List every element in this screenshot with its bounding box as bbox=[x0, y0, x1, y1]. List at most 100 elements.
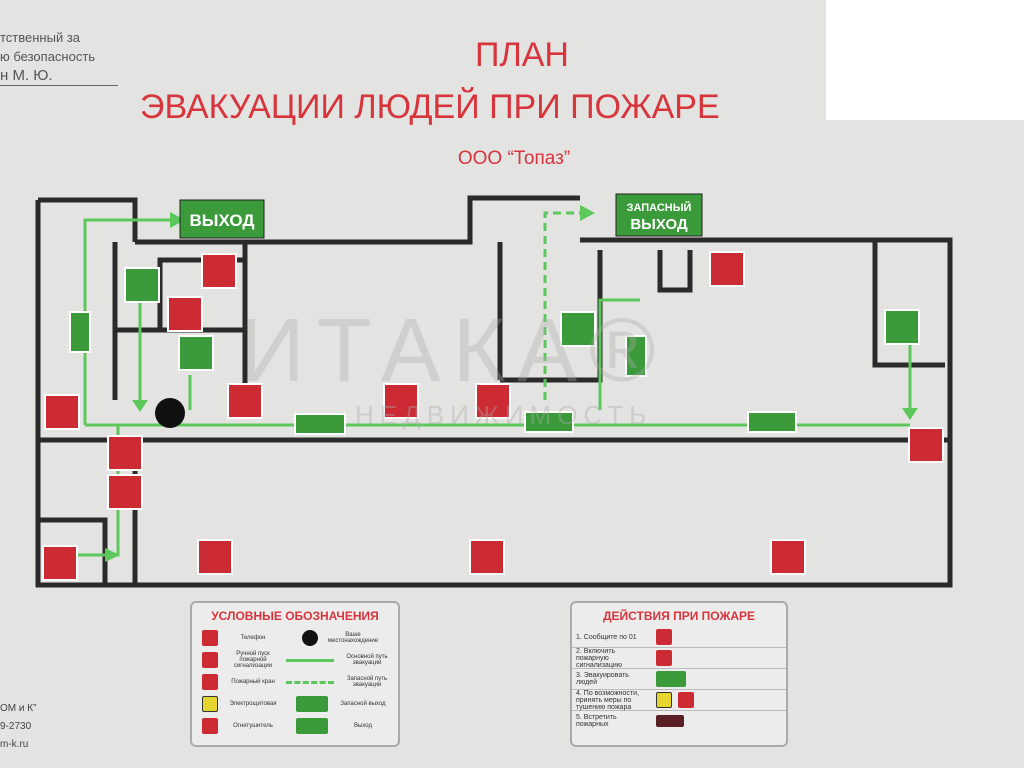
fire-hydrant-icon bbox=[202, 674, 218, 690]
fire-extinguisher-icon bbox=[227, 383, 263, 419]
exit-sign-label: ВЫХОД bbox=[190, 211, 255, 230]
exit-direction-icon bbox=[625, 335, 647, 377]
legend-title: УСЛОВНЫЕ ОБОЗНАЧЕНИЯ bbox=[211, 609, 379, 623]
vendor-line: 9-2730 bbox=[0, 721, 32, 732]
spare-exit-sign: ЗАПАСНЫЙ ВЫХОД bbox=[615, 193, 703, 237]
vendor-line: m-k.ru bbox=[0, 739, 29, 750]
legend-label: Ваше местонахождение bbox=[327, 632, 379, 644]
exit-sign-box bbox=[179, 199, 265, 239]
evacuation-path bbox=[60, 211, 912, 557]
legend-label: Основной путь эвакуации bbox=[346, 654, 388, 666]
spare-exit-icon bbox=[296, 696, 328, 712]
legend-row: Электрощитовая Запасной выход bbox=[192, 693, 398, 715]
exit-direction-icon bbox=[69, 311, 91, 353]
legend-row: Пожарный кран Запасной путь эвакуации bbox=[192, 671, 398, 693]
legend-panel: УСЛОВНЫЕ ОБОЗНАЧЕНИЯ Телефон Ваше местона… bbox=[190, 601, 400, 747]
action-row: 1. Сообщите по 01 bbox=[572, 627, 786, 648]
fire-extinguisher-icon bbox=[202, 718, 218, 734]
running-man-exit-icon bbox=[124, 267, 160, 303]
watermark-sub: НЕДВИЖИМОСТЬ bbox=[355, 400, 653, 430]
running-man-exit-icon bbox=[884, 309, 920, 345]
manufacturer-info: ОМ и К” 9-2730 m-k.ru bbox=[0, 700, 36, 754]
exit-pictograms bbox=[69, 267, 920, 435]
fire-extinguisher-icon bbox=[107, 435, 143, 471]
arrow-icon bbox=[580, 205, 595, 221]
running-man-exit-icon bbox=[560, 311, 596, 347]
you-are-here-marker bbox=[155, 398, 185, 428]
legend-label: Запасной выход bbox=[340, 701, 386, 707]
electrical-panel-icon bbox=[202, 696, 218, 712]
exit-icon bbox=[296, 718, 328, 734]
fire-extinguisher-icon bbox=[44, 394, 80, 430]
arrow-icon bbox=[170, 212, 185, 228]
legend-label: Огнетушитель bbox=[233, 723, 273, 729]
running-man-exit-icon bbox=[178, 335, 214, 371]
fire-extinguisher-icon bbox=[383, 383, 419, 419]
main-path bbox=[83, 218, 170, 425]
fire-extinguisher-icon bbox=[469, 539, 505, 575]
phone-icon bbox=[42, 545, 78, 581]
action-step: 3. Эвакуировать людей bbox=[576, 672, 629, 686]
fire-truck-icon bbox=[656, 715, 684, 727]
fire-extinguisher-icon bbox=[167, 296, 203, 332]
fire-extinguisher-icon bbox=[678, 692, 694, 708]
legend-label: Телефон bbox=[240, 635, 266, 641]
action-step: 4. По возможности, принять меры по тушен… bbox=[576, 689, 639, 711]
main-path-icon bbox=[286, 658, 334, 662]
exit-direction-icon bbox=[294, 413, 346, 435]
legend-row: Ручной пуск пожарной сигнализации Основно… bbox=[192, 649, 398, 671]
legend-label: Ручной пуск пожарной сигнализации bbox=[233, 651, 273, 669]
phone-icon bbox=[202, 630, 218, 646]
responsible-line: тственный за bbox=[0, 30, 81, 45]
blank-area bbox=[826, 0, 1024, 120]
electrical-panel-icon bbox=[656, 692, 672, 708]
fire-extinguisher-icon bbox=[201, 253, 237, 289]
arrow-icon bbox=[902, 408, 918, 420]
action-step: 1. Сообщите по 01 bbox=[576, 633, 637, 641]
responsible-signature: н М. Ю. bbox=[0, 66, 118, 86]
action-step: 5. Встретить пожарных bbox=[576, 714, 617, 728]
spare-exit-label: ЗАПАСНЫЙ bbox=[627, 201, 692, 214]
legend-label: Пожарный кран bbox=[231, 679, 275, 685]
action-step: 2. Включить пожарную сигнализацию bbox=[576, 647, 622, 669]
arrow-icon bbox=[132, 400, 148, 412]
exit-sign: ВЫХОД bbox=[179, 199, 265, 239]
wall bbox=[35, 200, 953, 588]
spare-path-icon bbox=[286, 680, 334, 684]
phone-icon bbox=[107, 474, 143, 510]
legend-label: Запасной путь эвакуации bbox=[346, 676, 388, 688]
legend-row: Огнетушитель Выход bbox=[192, 715, 398, 737]
fire-extinguisher-icon bbox=[770, 539, 806, 575]
fire-extinguisher-icon bbox=[908, 427, 944, 463]
fire-extinguisher-icon bbox=[475, 383, 511, 419]
legend-label: Электрощитовая bbox=[229, 701, 277, 707]
action-row: 3. Эвакуировать людей bbox=[572, 669, 786, 690]
floor-plan: ВЫХОД ЗАПАСНЫЙ ВЫХОД bbox=[35, 193, 953, 588]
fire-extinguisher-icon bbox=[709, 251, 745, 287]
legend-row: Телефон Ваше местонахождение bbox=[192, 627, 398, 649]
action-row: 4. По возможности, принять меры по тушен… bbox=[572, 690, 786, 711]
legend-label: Выход bbox=[354, 723, 372, 729]
wall bbox=[40, 517, 108, 585]
wall bbox=[38, 197, 138, 242]
exit-direction-icon bbox=[747, 411, 797, 433]
extinguishers bbox=[42, 251, 944, 581]
plan-title: ПЛАН bbox=[475, 36, 569, 74]
spare-exit-label: ВЫХОД bbox=[630, 216, 688, 233]
fire-alarm-icon bbox=[656, 650, 672, 666]
responsible-line: ю безопасность bbox=[0, 49, 96, 64]
wall bbox=[872, 242, 945, 368]
exit-direction-icon bbox=[524, 411, 574, 433]
wall bbox=[135, 195, 580, 245]
phone-icon bbox=[656, 629, 672, 645]
vendor-line: ОМ и К” bbox=[0, 703, 37, 714]
exit-icon bbox=[656, 671, 686, 687]
actions-title: ДЕЙСТВИЯ ПРИ ПОЖАРЕ bbox=[602, 609, 756, 623]
wall bbox=[657, 250, 693, 293]
fire-alarm-icon bbox=[202, 652, 218, 668]
arrows bbox=[105, 205, 918, 562]
plan-subtitle: ЭВАКУАЦИИ ЛЮДЕЙ ПРИ ПОЖАРЕ bbox=[140, 88, 720, 126]
responsible-person: тственный за ю безопасность н М. Ю. bbox=[0, 28, 118, 86]
fire-actions-panel: ДЕЙСТВИЯ ПРИ ПОЖАРЕ 1. Сообщите по 01 2.… bbox=[570, 601, 788, 747]
organization-name: ООО “Топаз” bbox=[457, 148, 571, 169]
